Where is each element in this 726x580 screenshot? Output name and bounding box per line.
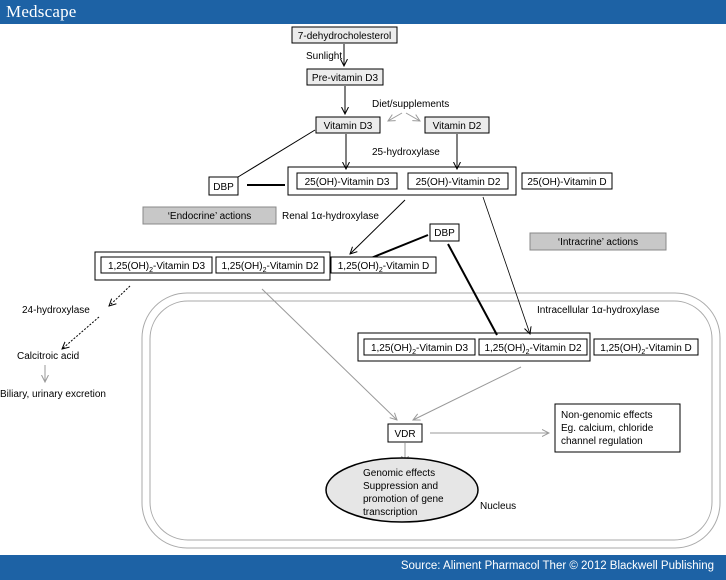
cell-inner-boundary <box>149 300 713 541</box>
arrow-to-24-hydroxylase <box>109 285 131 306</box>
arrow-to-calcitroic <box>62 316 100 349</box>
label-125oh-d2-intracellular: 1,25(OH)2-Vitamin D2 <box>484 343 582 356</box>
label-renal-hydroxylase: Renal 1α-hydroxylase <box>282 211 379 222</box>
label-non-genomic-3: channel regulation <box>561 436 643 447</box>
label-25oh-d2: 25(OH)-Vitamin D2 <box>416 177 501 188</box>
label-vitamin-d2: Vitamin D2 <box>433 121 482 132</box>
label-intracrine-actions: ‘Intracrine’ actions <box>558 237 638 248</box>
box-non-genomic-effects <box>554 403 681 453</box>
box-25oh-d3 <box>296 172 398 190</box>
box-intracrine-actions <box>529 232 667 251</box>
label-previtamin-d3: Pre-vitamin D3 <box>312 73 379 84</box>
cell-outer-boundary <box>141 292 721 549</box>
box-vitamin-d2 <box>424 116 490 134</box>
box-25oh-d <box>521 172 613 190</box>
box-vdr <box>387 423 423 443</box>
box-125oh-d <box>330 256 437 274</box>
label-genomic-1: Genomic effects <box>363 468 435 479</box>
vitamin-d-pathway-diagram: 7-dehydrocholesterol Sunlight Pre-vitami… <box>0 26 721 549</box>
box-vitamin-d3 <box>315 116 381 134</box>
box-endocrine-actions <box>142 206 277 225</box>
medscape-logo: Medscape <box>6 2 77 21</box>
label-125oh-d-intracellular: 1,25(OH)2-Vitamin D <box>600 343 692 356</box>
header-bar: Medscape <box>0 0 726 24</box>
line-vitd3-to-dbp <box>237 129 316 178</box>
arrow-diet-to-d3 <box>388 112 403 121</box>
label-diet-supplements: Diet/supplements <box>372 99 449 110</box>
box-125oh-d3 <box>100 256 213 274</box>
arrow-diet-to-d2 <box>405 112 420 121</box>
label-non-genomic-2: Eg. calcium, chloride <box>561 423 654 434</box>
line-dbp-to-intracellular <box>447 243 498 336</box>
box-125oh-d2-intracellular <box>478 338 588 356</box>
box-7-dehydrocholesterol <box>291 26 398 44</box>
group-25oh <box>287 166 517 196</box>
arrow-intracellular-to-vdr <box>413 366 522 420</box>
box-dbp-upper <box>208 176 239 196</box>
group-125oh-circulating <box>94 251 331 281</box>
label-intracellular-hydroxylase: Intracellular 1α-hydroxylase <box>537 305 660 316</box>
box-125oh-d2 <box>215 256 325 274</box>
label-125oh-d2: 1,25(OH)2-Vitamin D2 <box>221 261 319 274</box>
label-biliary-excretion: Biliary, urinary excretion <box>0 389 106 400</box>
label-125oh-d3: 1,25(OH)2-Vitamin D3 <box>108 261 206 274</box>
arrow-renal-hydroxylation <box>350 199 406 254</box>
label-24-hydroxylase: 24-hydroxylase <box>22 305 90 316</box>
label-calcitroic-acid: Calcitroic acid <box>17 351 79 362</box>
label-125oh-d: 1,25(OH)2-Vitamin D <box>338 261 430 274</box>
nucleus-ellipse <box>325 457 479 523</box>
label-dbp-lower: DBP <box>434 228 455 239</box>
label-sunlight: Sunlight <box>306 51 342 62</box>
label-non-genomic-1: Non-genomic effects <box>561 410 653 421</box>
label-genomic-4: transcription <box>363 507 417 518</box>
label-25oh-d3: 25(OH)-Vitamin D3 <box>305 177 390 188</box>
label-7-dehydrocholesterol: 7-dehydrocholesterol <box>298 31 391 42</box>
label-125oh-d3-intracellular: 1,25(OH)2-Vitamin D3 <box>371 343 469 356</box>
label-genomic-3: promotion of gene <box>363 494 444 505</box>
label-vdr: VDR <box>394 429 415 440</box>
label-nucleus: Nucleus <box>480 501 516 512</box>
label-25-hydroxylase: 25-hydroxylase <box>372 147 440 158</box>
footer-bar: Source: Aliment Pharmacol Ther © 2012 Bl… <box>0 555 726 580</box>
label-endocrine-actions: ‘Endocrine’ actions <box>168 211 252 222</box>
box-25oh-d2 <box>407 172 509 190</box>
line-dbp-to-125oh <box>370 234 429 259</box>
group-125oh-intracellular <box>357 332 591 362</box>
label-25oh-d: 25(OH)-Vitamin D <box>527 177 606 188</box>
box-125oh-d3-intracellular <box>363 338 476 356</box>
box-125oh-d-intracellular <box>593 338 699 356</box>
source-citation: Source: Aliment Pharmacol Ther © 2012 Bl… <box>400 560 714 572</box>
label-dbp-upper: DBP <box>213 182 234 193</box>
label-genomic-2: Suppression and <box>363 481 438 492</box>
arrow-25oh-to-intracellular <box>482 196 530 334</box>
box-dbp-lower <box>429 223 460 242</box>
arrow-circulating-to-vdr <box>261 288 397 420</box>
box-previtamin-d3 <box>306 68 384 86</box>
label-vitamin-d3: Vitamin D3 <box>324 121 373 132</box>
